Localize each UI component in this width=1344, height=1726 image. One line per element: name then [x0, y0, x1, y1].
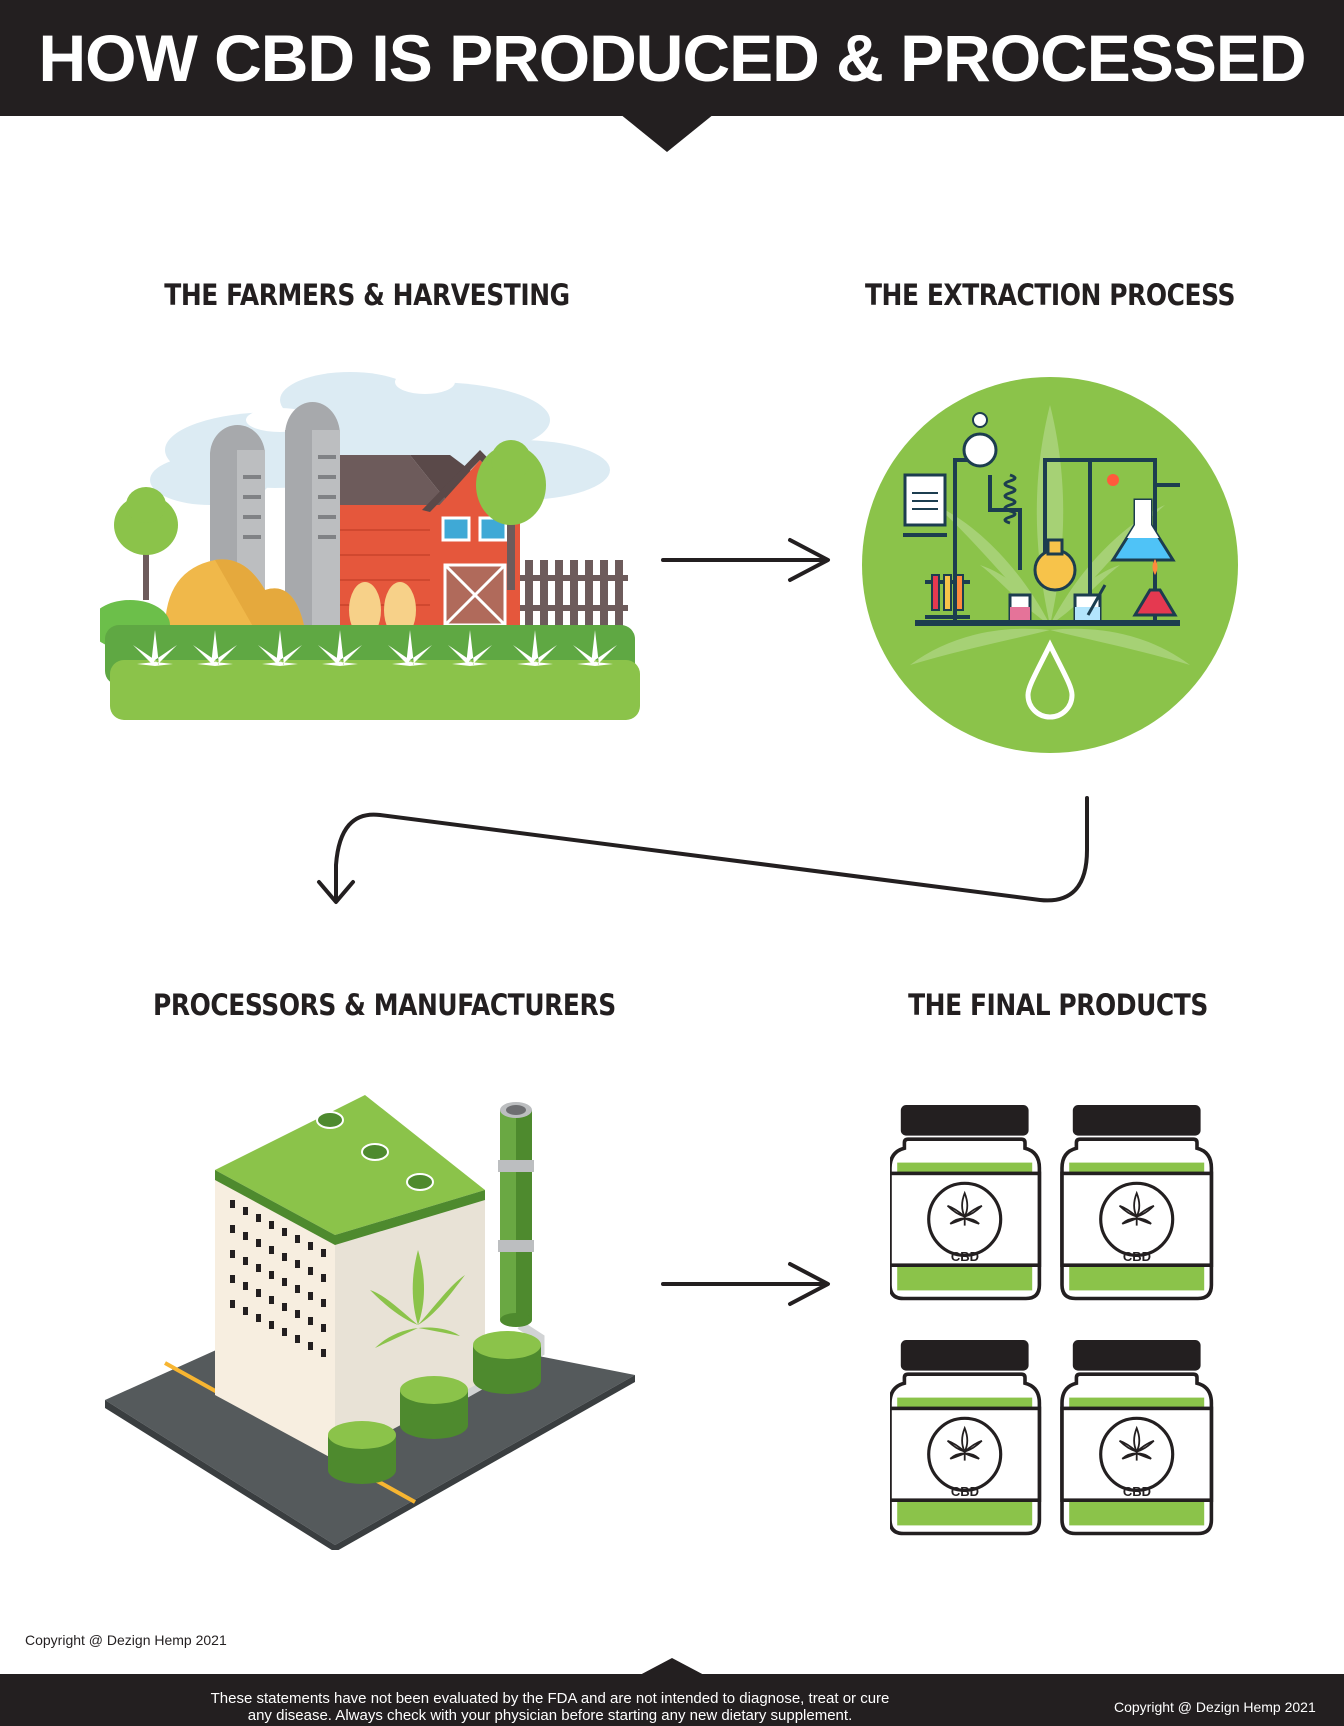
jar-label: CBD	[951, 1484, 979, 1499]
lab-icon	[862, 377, 1238, 753]
cbd-jar-icon	[890, 1338, 1042, 1536]
products-grid: CBD CBD CBD CBD	[890, 1105, 1214, 1536]
jar-label: CBD	[1123, 1249, 1151, 1264]
footer-notch	[638, 1658, 706, 1676]
right-arrow-icon	[661, 1262, 830, 1306]
copyright-right: Copyright @ Dezign Hemp 2021	[1114, 1699, 1316, 1715]
curved-down-arrow-icon	[317, 796, 1089, 904]
page-title: HOW CBD IS PRODUCED & PROCESSED	[38, 21, 1306, 95]
cbd-jar-icon	[890, 1105, 1042, 1301]
jar-label: CBD	[1123, 1484, 1151, 1499]
disclaimer-line-2: any disease. Always check with your phys…	[247, 1707, 853, 1724]
heading-final-products: THE FINAL PRODUCTS	[908, 988, 1208, 1022]
copyright-left: Copyright @ Dezign Hemp 2021	[25, 1632, 227, 1648]
heading-farmers-harvesting: THE FARMERS & HARVESTING	[164, 278, 570, 312]
heading-extraction-process: THE EXTRACTION PROCESS	[864, 278, 1236, 312]
heading-processors-manufacturers: PROCESSORS & MANUFACTURERS	[153, 988, 616, 1022]
right-arrow-icon	[661, 538, 830, 582]
footer-bar	[0, 1674, 1344, 1726]
disclaimer-line-1: These statements have not been evaluated…	[210, 1690, 890, 1707]
farm-icon	[100, 370, 640, 720]
factory-icon	[105, 1095, 635, 1550]
header-bar	[0, 0, 1344, 116]
header-notch	[620, 114, 714, 152]
cbd-jar-icon	[1060, 1338, 1214, 1536]
jar-label: CBD	[951, 1249, 979, 1264]
cbd-jar-icon	[1060, 1105, 1214, 1301]
